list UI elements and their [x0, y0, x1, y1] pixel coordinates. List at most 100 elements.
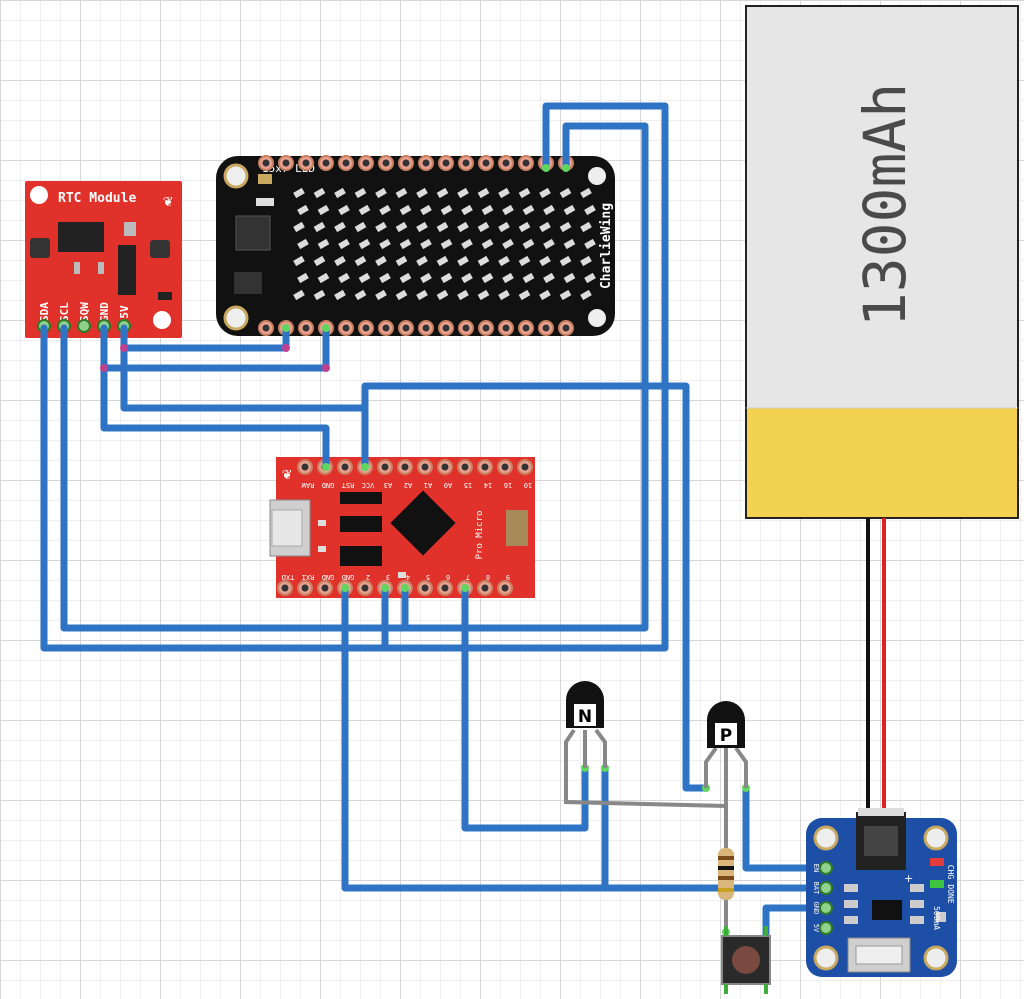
rtc-pin-sqw[interactable]: [77, 319, 91, 333]
wire-rtc-gnd[interactable]: [100, 324, 330, 471]
led-pixel: [293, 187, 305, 199]
charger-pin-gnd[interactable]: [819, 901, 833, 915]
pro-micro-smd: [340, 546, 382, 566]
wire-sda[interactable]: [40, 102, 669, 652]
led-pixel: [358, 238, 371, 250]
wire-vcc-p[interactable]: [361, 382, 710, 792]
pro-micro-pin-label: 9: [506, 573, 510, 581]
pro-micro-pin-label: GND: [322, 573, 335, 581]
wire-endpoint[interactable]: [461, 584, 469, 592]
led-pixel: [338, 238, 350, 250]
led-pixel: [416, 187, 428, 199]
led-pixel: [518, 255, 531, 267]
wire-endpoint[interactable]: [282, 324, 290, 332]
led-pixel: [293, 221, 305, 233]
push-button[interactable]: [721, 926, 771, 994]
pro-micro-smd: [318, 520, 326, 526]
led-pixel: [375, 187, 387, 199]
charger-pin-bat[interactable]: [819, 881, 833, 895]
push-button-cap: [732, 946, 760, 974]
led-pixel: [338, 204, 350, 216]
led-pixel: [420, 204, 432, 216]
charger-pin-label: EN: [812, 864, 820, 872]
led-pixel: [379, 204, 391, 216]
led-pixel: [498, 255, 510, 267]
led-pixel: [354, 221, 367, 233]
led-pixel: [395, 221, 408, 233]
led-pixel: [379, 272, 391, 284]
pro-micro-crystal: [506, 510, 528, 546]
led-pixel: [498, 221, 510, 233]
n-transistor[interactable]: N: [566, 681, 604, 728]
rtc-pin-label: SQW: [78, 302, 91, 322]
charliewing-led-matrix[interactable]: 15x7 LED CharlieWing: [216, 155, 615, 336]
led-pixel: [440, 204, 453, 216]
led-pixel: [563, 272, 576, 284]
charger-done-label: DONE: [946, 884, 955, 903]
led-pixel: [334, 289, 346, 301]
rtc-pin-label: SDA: [38, 302, 51, 322]
p-transistor[interactable]: P: [707, 701, 745, 748]
wire-endpoint[interactable]: [562, 164, 570, 172]
led-pixel: [522, 272, 535, 284]
pro-micro-smd: [340, 492, 382, 504]
pro-micro-pin-label: GND: [322, 481, 335, 489]
led-pixel: [461, 238, 473, 250]
led-pixel: [354, 289, 367, 301]
charliewing-mount-hole: [588, 167, 606, 185]
wire-endpoint[interactable]: [322, 463, 330, 471]
led-pixel: [477, 289, 490, 301]
wire-endpoint[interactable]: [322, 324, 330, 332]
rtc-smd: [30, 238, 50, 258]
pro-micro-pin-label: RST: [341, 481, 354, 489]
wire-pin6[interactable]: [461, 584, 589, 832]
pro-micro-regulator: [340, 516, 382, 532]
led-pixel: [338, 272, 350, 284]
led-pixel: [375, 255, 387, 267]
pro-micro-smd: [398, 572, 406, 578]
charger-pin-5v[interactable]: [819, 921, 833, 935]
charger-plus-label: +: [904, 872, 913, 885]
wire-bend-point: [120, 344, 128, 352]
led-pixel: [461, 204, 473, 216]
rtc-smd: [98, 262, 104, 274]
led-pixel: [313, 187, 326, 199]
lipo-battery[interactable]: 1300mAh: [745, 5, 1019, 812]
wire-endpoint[interactable]: [401, 584, 409, 592]
resistor[interactable]: [718, 848, 734, 900]
led-pixel: [436, 255, 449, 267]
charger-pin-en[interactable]: [819, 861, 833, 875]
pro-micro-mcu: [390, 490, 456, 556]
led-pixel: [461, 272, 473, 284]
pro-micro-pin-label: A0: [444, 481, 452, 489]
led-pixel: [518, 187, 531, 199]
pro-micro-pin-label: 5: [426, 573, 430, 581]
charliewing-driver-chip: [235, 215, 271, 251]
rtc-pin-label: 5V: [118, 305, 131, 319]
wire-endpoint[interactable]: [381, 584, 389, 592]
wire-scl[interactable]: [60, 122, 649, 632]
led-pixel: [543, 238, 555, 250]
wire-gnd-charger[interactable]: [341, 584, 830, 892]
wire-endpoint[interactable]: [542, 164, 550, 172]
pro-micro-pin-label: RAW: [301, 481, 314, 489]
wire-endpoint[interactable]: [361, 463, 369, 471]
charger-current-label: 500mA: [932, 906, 941, 930]
led-pixel: [580, 221, 592, 233]
rtc-smd: [158, 292, 172, 300]
wire-rtc-5v[interactable]: [120, 324, 369, 471]
wire-p-en[interactable]: [742, 784, 830, 872]
led-pixel: [313, 221, 326, 233]
sparkfun-flame-icon: ❦: [163, 191, 173, 210]
charger-mount-hole: [923, 825, 949, 851]
led-pixel: [416, 289, 428, 301]
rtc-smd: [124, 222, 136, 236]
wire-endpoint[interactable]: [341, 584, 349, 592]
led-pixel: [395, 187, 408, 199]
rtc-smd: [150, 240, 170, 258]
charger-pcb: [806, 818, 957, 977]
led-pixel: [416, 255, 428, 267]
